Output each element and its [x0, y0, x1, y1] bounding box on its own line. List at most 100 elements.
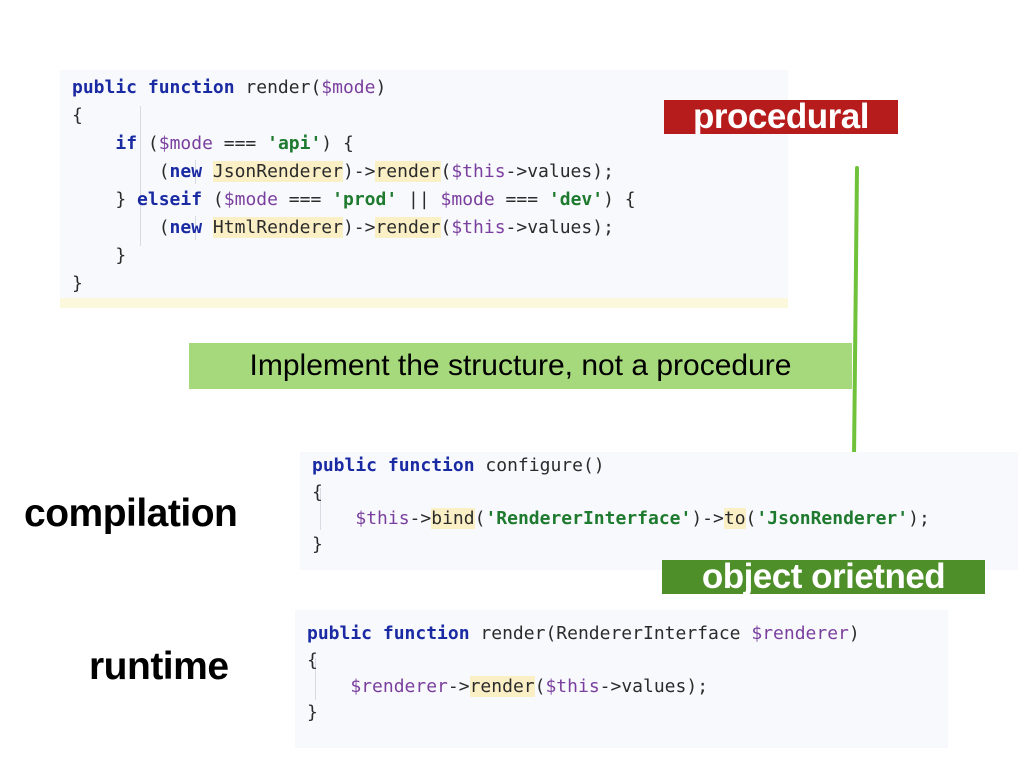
method-call: render [375, 217, 441, 238]
code-line: } elseif ($mode === 'prod' || $mode === … [72, 186, 788, 214]
code-line: } [72, 270, 788, 298]
code-line: $renderer->render($this->values); [307, 674, 948, 700]
runtime-label: runtime [89, 645, 229, 688]
code-line: } [307, 700, 948, 726]
punct: ( [534, 676, 546, 697]
code-line: public function render(RendererInterface… [307, 620, 948, 648]
code-line: (new JsonRenderer)->render($this->values… [72, 158, 788, 186]
punct: ) { [603, 189, 636, 210]
object-oriented-label: object orietned [662, 560, 985, 594]
string-literal: 'RendererInterface' [485, 508, 692, 529]
code-line: } [72, 242, 788, 270]
variable: $mode [158, 133, 213, 154]
punct: ->values); [599, 676, 709, 697]
punct: { [307, 650, 318, 671]
punct: ); [908, 508, 930, 529]
punct: ) [375, 77, 387, 98]
punct: ( [137, 133, 159, 154]
punct: ( [440, 217, 452, 238]
indent-guide [315, 658, 316, 700]
compilation-label: compilation [24, 492, 238, 535]
punct: } [312, 534, 323, 555]
function-name: configure() [485, 455, 605, 476]
string-literal: 'JsonRenderer' [756, 508, 909, 529]
keyword: function [147, 77, 235, 98]
operator: === [212, 133, 268, 154]
code-block-configure: public function configure() { $this->bin… [300, 452, 1018, 570]
variable: $mode [321, 77, 376, 98]
operator: === [494, 189, 549, 210]
operator: || [397, 189, 441, 210]
variable: $mode [440, 189, 495, 210]
punct: ( [158, 161, 170, 182]
keyword: public [307, 623, 373, 644]
string-literal: 'api' [267, 133, 322, 154]
string-literal: 'dev' [548, 189, 604, 210]
indent-guide [195, 160, 196, 184]
punct: -> [409, 508, 432, 529]
code-line: { [72, 102, 788, 130]
punct: ( [310, 77, 322, 98]
code-block-runtime: public function render(RendererInterface… [295, 610, 948, 748]
variable: $renderer [751, 623, 849, 644]
principle-banner: Implement the structure, not a procedure [189, 343, 852, 389]
keyword: public [312, 455, 378, 476]
variable: $this [451, 217, 506, 238]
method-call: render [375, 161, 441, 182]
punct: ->values); [505, 161, 614, 182]
variable: $this [545, 676, 600, 697]
punct: ) [848, 623, 860, 644]
class-name: JsonRenderer [212, 161, 343, 182]
method-call: bind [431, 508, 475, 529]
keyword: if [115, 133, 138, 154]
string-literal: 'prod' [332, 189, 398, 210]
punct: ( [158, 217, 170, 238]
punct: ->values); [505, 217, 614, 238]
down-arrow-icon [841, 166, 865, 480]
punct: -> [447, 676, 470, 697]
function-signature: render(RendererInterface [480, 623, 752, 644]
function-name: render [245, 77, 311, 98]
punct: )-> [342, 217, 376, 238]
punct: ( [440, 161, 452, 182]
code-line: $this->bind('RendererInterface')->to('Js… [312, 506, 1018, 532]
punct: ( [202, 189, 224, 210]
keyword: public [72, 77, 138, 98]
punct: { [312, 482, 323, 503]
punct: { [72, 105, 83, 126]
punct: ) { [321, 133, 354, 154]
procedural-label: procedural [664, 100, 898, 134]
method-call: render [469, 676, 535, 697]
punct: ( [745, 508, 757, 529]
keyword: new [169, 161, 203, 182]
method-call: to [723, 508, 746, 529]
punct: )-> [691, 508, 724, 529]
variable: $this [355, 508, 410, 529]
code-line: (new HtmlRenderer)->render($this->values… [72, 214, 788, 242]
code-line: } [312, 532, 1018, 558]
indent-guide [195, 216, 196, 240]
code-line: public function render($mode) [72, 74, 788, 102]
current-line-highlight [60, 298, 788, 308]
keyword: new [169, 217, 203, 238]
keyword: function [382, 623, 470, 644]
code-line: public function configure() [312, 452, 1018, 480]
punct: } [307, 702, 318, 723]
class-name: HtmlRenderer [212, 217, 343, 238]
keyword: elseif [137, 189, 203, 210]
operator: === [277, 189, 333, 210]
code-line: { [312, 480, 1018, 506]
punct: )-> [342, 161, 376, 182]
punct: } [115, 189, 138, 210]
variable: $mode [223, 189, 278, 210]
code-line: if ($mode === 'api') { [72, 130, 788, 158]
variable: $this [451, 161, 506, 182]
code-line: { [307, 648, 948, 674]
indent-guide [140, 106, 141, 246]
variable: $renderer [350, 676, 448, 697]
punct: } [72, 273, 83, 294]
punct: } [115, 245, 127, 266]
indent-guide [320, 488, 321, 530]
keyword: function [387, 455, 475, 476]
punct: ( [474, 508, 486, 529]
